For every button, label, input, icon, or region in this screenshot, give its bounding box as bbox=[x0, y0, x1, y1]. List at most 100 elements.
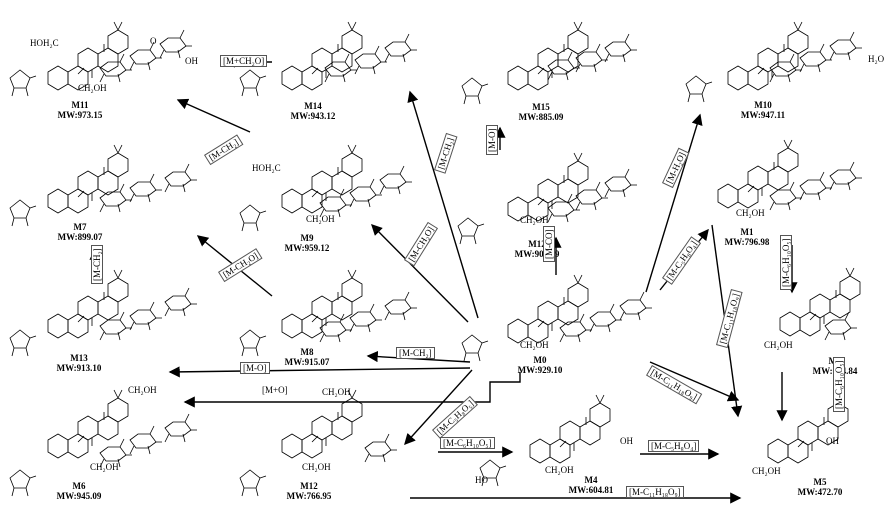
sugar-ring bbox=[799, 171, 833, 201]
sugar-ring bbox=[129, 425, 163, 455]
molecular-weight: MW:604.81 bbox=[568, 485, 614, 495]
sugar-ring bbox=[164, 287, 198, 317]
compound-M0-label: M0 MW:929.10 bbox=[505, 355, 575, 375]
pentose-ring bbox=[461, 334, 489, 362]
triterpene-core bbox=[281, 144, 363, 214]
sugar-ring bbox=[164, 163, 198, 193]
arrow-M0-to-M8 bbox=[366, 350, 471, 363]
sugar-ring bbox=[829, 161, 863, 191]
compound-name: M9 bbox=[300, 233, 314, 243]
triterpene-core bbox=[529, 394, 611, 464]
sugar-ring bbox=[559, 313, 593, 343]
pentose-ring bbox=[461, 77, 489, 105]
reaction-label-M0-to-M13: [M-O] bbox=[240, 362, 270, 374]
atom-label-o: O bbox=[150, 36, 157, 46]
structure-M10 bbox=[685, 21, 863, 103]
structure-M13 bbox=[9, 269, 198, 357]
compound-M1-label: M1 MW:796.98 bbox=[712, 227, 782, 247]
sugar-ring bbox=[354, 45, 388, 75]
reaction-label-to-M15: [M-O] bbox=[486, 125, 498, 155]
sugar-ring bbox=[829, 31, 863, 61]
atom-label-oh: OH bbox=[620, 436, 633, 446]
molecular-weight: MW:929.10 bbox=[517, 365, 563, 375]
sugar-ring bbox=[575, 43, 609, 73]
arrow-M0-to-M13 bbox=[168, 366, 471, 378]
arrow-M0-to-M6 bbox=[183, 372, 521, 408]
arrow-M0-to-M14 bbox=[407, 90, 479, 319]
molecular-weight: MW:915.07 bbox=[284, 357, 330, 367]
sugar-ring bbox=[159, 29, 193, 59]
atom-label-hoh2c: HOH₂C bbox=[30, 38, 59, 48]
reaction-label-M0-to-M8: [M-CH₂] bbox=[396, 347, 435, 359]
pentose-ring bbox=[9, 199, 37, 227]
compound-M8-label: M8 MW:915.07 bbox=[272, 347, 342, 367]
structure-M7 bbox=[9, 144, 198, 227]
pentose-ring bbox=[9, 69, 37, 97]
reaction-label-M4-to-M5: [M-C₅H₈O₄] bbox=[648, 440, 700, 452]
triterpene-core bbox=[281, 389, 363, 459]
compound-name: M12 bbox=[528, 239, 546, 249]
pentose-ring bbox=[9, 329, 37, 357]
triterpene-core bbox=[281, 269, 363, 339]
structure-M1 bbox=[717, 139, 863, 211]
sugar-ring bbox=[547, 51, 581, 81]
reaction-label-to-M12: [M-CO] bbox=[543, 226, 555, 262]
compound-name: M7 bbox=[73, 222, 87, 232]
triterpene-core bbox=[47, 21, 129, 91]
sugar-ring bbox=[575, 181, 609, 211]
compound-M10-label: M10 MW:947.11 bbox=[728, 100, 798, 120]
compound-name: M5 bbox=[813, 477, 827, 487]
molecular-weight: MW:885.09 bbox=[518, 112, 564, 122]
compound-name: M14 bbox=[304, 101, 322, 111]
sugar-ring bbox=[129, 301, 163, 331]
atom-label-ch2oh: CH₂OH bbox=[545, 465, 574, 475]
compound-name: M1 bbox=[740, 227, 754, 237]
sugar-ring bbox=[99, 183, 133, 213]
sugar-ring bbox=[379, 165, 413, 195]
pentose-ring bbox=[239, 204, 267, 232]
atom-label-ch2oh: CH₂OH bbox=[322, 387, 351, 397]
sugar-ring bbox=[129, 173, 163, 203]
arrow-M0-to-M5-a bbox=[649, 361, 740, 402]
molecular-weight: MW:947.11 bbox=[740, 110, 786, 120]
atom-label-ch2oh: CH₂OH bbox=[302, 462, 331, 472]
reaction-label-M1-to-M3: [M-C₆H₁₀O₅] bbox=[780, 235, 792, 290]
molecular-weight: MW:901.09 bbox=[514, 249, 560, 259]
atom-label-ch2oh: CH₂OH bbox=[90, 462, 119, 472]
compound-name: M13 bbox=[70, 353, 88, 363]
atom-label-ch2oh: CH₂OH bbox=[306, 214, 335, 224]
atom-label-ch2oh: CH₂OH bbox=[520, 340, 549, 350]
atom-label-ch2oh: CH₂OH bbox=[520, 215, 549, 225]
reaction-label-M12-to-M4: [M-C₆H₁₀O₅] bbox=[440, 437, 495, 449]
compound-M4-label: M4 MW:604.81 bbox=[556, 475, 626, 495]
compound-M9-label: M9 MW:959.12 bbox=[272, 233, 342, 253]
sugar-ring bbox=[589, 303, 623, 333]
molecular-weight: MW:959.12 bbox=[284, 243, 330, 253]
compound-name: M4 bbox=[584, 475, 598, 485]
compound-M7-label: M7 MW:899.07 bbox=[45, 222, 115, 242]
sugar-ring bbox=[604, 33, 638, 63]
compound-M15-label: M15 MW:885.09 bbox=[506, 102, 576, 122]
atom-label-ch2oh: CH₂OH bbox=[764, 340, 793, 350]
reaction-label-M12-to-M5: [M-C₁₁H₁₈O₉] bbox=[626, 486, 684, 498]
molecular-weight: MW:973.15 bbox=[57, 110, 103, 120]
structure-M0 bbox=[461, 274, 653, 362]
pentose-ring bbox=[457, 217, 485, 245]
reaction-label-M3-to-M5: [M-C₆H₁₀O₅] bbox=[833, 357, 845, 412]
pentose-ring bbox=[9, 469, 37, 497]
compound-name: M8 bbox=[300, 347, 314, 357]
sugar-ring bbox=[129, 41, 163, 71]
compound-name: M10 bbox=[754, 100, 772, 110]
sugar-ring bbox=[349, 178, 383, 208]
compound-name: M15 bbox=[532, 102, 550, 112]
sugar-ring bbox=[349, 303, 383, 333]
arrow-M0-to-M9 bbox=[371, 224, 469, 323]
compound-name: M11 bbox=[71, 100, 89, 110]
atom-label-ch2oh: CH₂OH bbox=[752, 466, 781, 476]
atom-label-h2o: H₂O bbox=[868, 54, 885, 64]
compound-M14-label: M14 MW:943.12 bbox=[278, 101, 348, 121]
sugar-ring bbox=[824, 311, 858, 341]
compound-M12-second-label: M12 MW:766.95 bbox=[274, 481, 344, 501]
